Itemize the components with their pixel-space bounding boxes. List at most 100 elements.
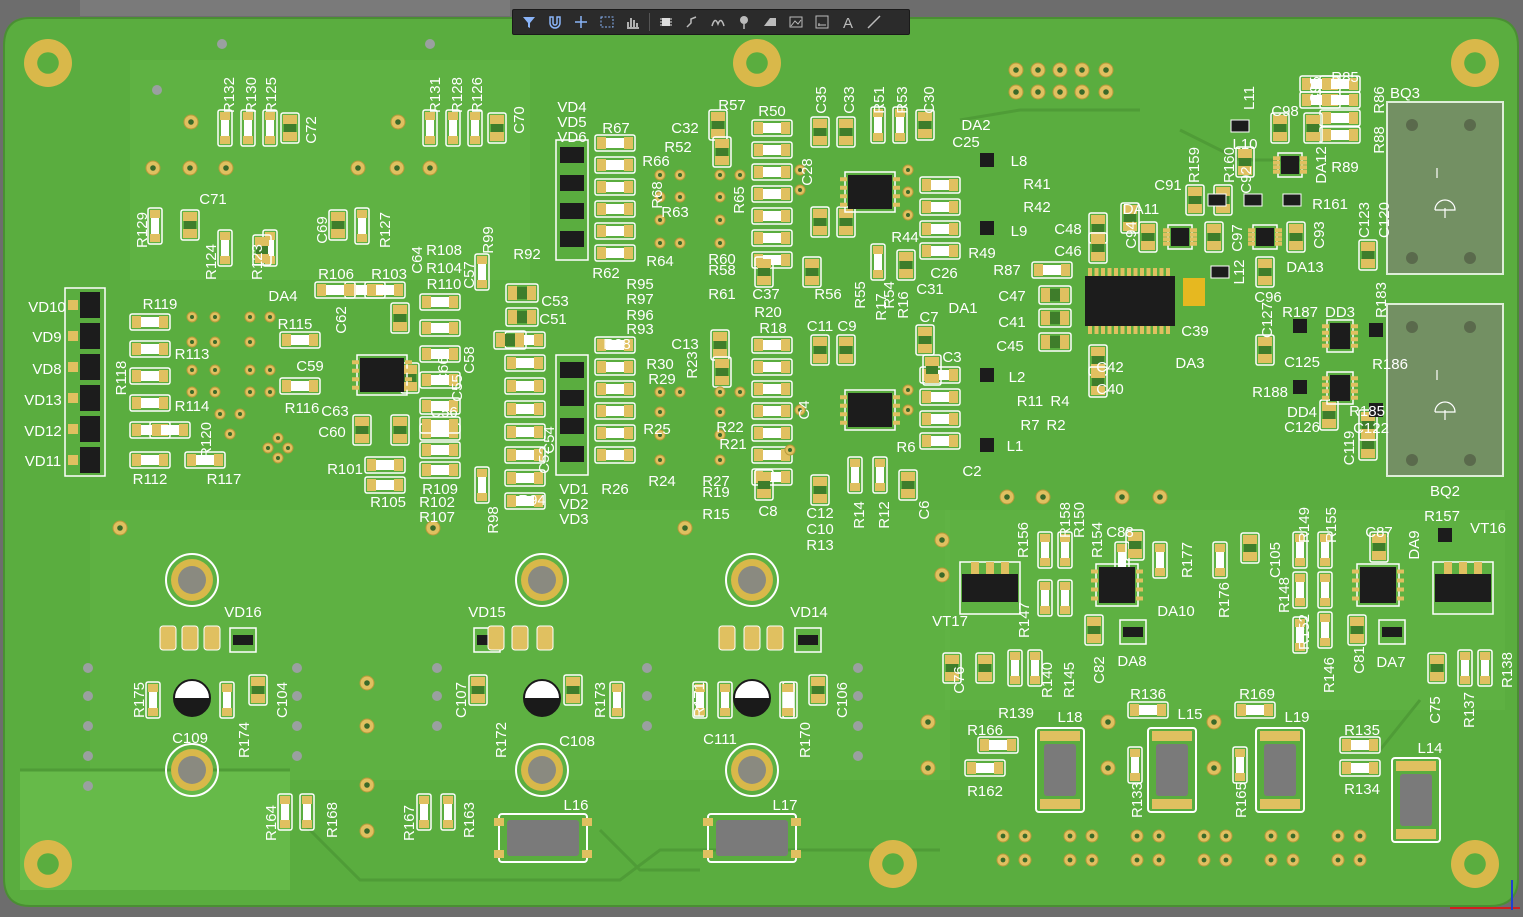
silk-label-r60: R60 bbox=[708, 251, 736, 268]
diode-array-outline bbox=[64, 287, 106, 477]
via-hole bbox=[906, 213, 910, 217]
silk-label-r124: R124 bbox=[203, 244, 220, 280]
resistor-body bbox=[1156, 552, 1164, 568]
magnet-icon[interactable] bbox=[543, 11, 567, 33]
resistor-body bbox=[358, 218, 366, 234]
inductor-pad bbox=[582, 818, 592, 826]
capacitor-outline bbox=[328, 209, 348, 241]
resistor-pad bbox=[922, 391, 931, 403]
silk-label-l11: L11 bbox=[1241, 86, 1258, 110]
crystal-pad bbox=[1464, 119, 1476, 131]
resistor-outline bbox=[419, 345, 461, 363]
silk-label-r2: R2 bbox=[1046, 417, 1065, 434]
via-hole bbox=[268, 390, 272, 394]
small-diode bbox=[980, 368, 994, 382]
ic-body bbox=[1281, 156, 1299, 174]
resistor-outline bbox=[594, 402, 636, 420]
ic-pin bbox=[1190, 241, 1197, 246]
resistor-pad bbox=[159, 370, 168, 382]
ic-outline bbox=[844, 171, 896, 213]
capacitor-body bbox=[919, 336, 931, 344]
capacitor-pad bbox=[1091, 215, 1105, 224]
chart-bar-icon[interactable] bbox=[621, 11, 645, 33]
capacitor-body bbox=[1129, 541, 1141, 549]
resistor-outline bbox=[364, 456, 406, 474]
via-hole bbox=[1089, 857, 1095, 863]
resistor-pad bbox=[422, 464, 431, 476]
pin-icon[interactable] bbox=[732, 11, 756, 33]
via-hole bbox=[1103, 67, 1109, 73]
silk-label-r64: R64 bbox=[646, 253, 674, 270]
capacitor-pad bbox=[490, 115, 504, 124]
resistor-outline bbox=[445, 109, 461, 147]
image-icon[interactable] bbox=[784, 11, 808, 33]
component-icon[interactable] bbox=[654, 11, 678, 33]
capacitor-pad bbox=[1123, 205, 1137, 214]
ic-pin bbox=[840, 403, 847, 408]
route-icon[interactable] bbox=[680, 11, 704, 33]
capacitor-pad bbox=[805, 276, 819, 285]
via-hole bbox=[718, 218, 722, 222]
line-icon[interactable] bbox=[862, 11, 886, 33]
resistor-pad bbox=[220, 136, 230, 144]
small-diode bbox=[1438, 528, 1452, 542]
diode-body bbox=[80, 323, 100, 349]
ic-pin bbox=[1351, 343, 1358, 348]
capacitor-outline bbox=[390, 302, 410, 334]
via-hole bbox=[213, 368, 217, 372]
resistor-pad bbox=[875, 459, 885, 467]
resistor-pad bbox=[159, 454, 168, 466]
resistor-pad bbox=[222, 708, 232, 716]
capacitor-body bbox=[505, 334, 515, 346]
inductor-pad bbox=[703, 850, 713, 858]
resistor-body bbox=[141, 317, 159, 327]
via-hole bbox=[718, 173, 722, 177]
silk-label-r127: R127 bbox=[377, 212, 394, 248]
fill-icon[interactable] bbox=[758, 11, 782, 33]
diode-body bbox=[560, 362, 584, 378]
capacitor-pad bbox=[805, 259, 819, 268]
resistor-pad bbox=[132, 397, 141, 409]
via-hole bbox=[1057, 89, 1063, 95]
silk-label-r101: R101 bbox=[327, 461, 363, 478]
silk-label-r88: R88 bbox=[1371, 126, 1388, 154]
capacitor-pad bbox=[899, 269, 913, 278]
capacitor-outline bbox=[1204, 221, 1224, 253]
resistor-pad bbox=[265, 136, 275, 144]
ic-pin bbox=[840, 412, 847, 417]
text-icon[interactable]: A bbox=[836, 11, 860, 33]
resistor-outline bbox=[129, 394, 171, 412]
silk-label-r187: R187 bbox=[1282, 304, 1318, 321]
filter-icon[interactable] bbox=[517, 11, 541, 33]
resistor-outline bbox=[129, 367, 171, 385]
capacitor-outline bbox=[1358, 239, 1378, 271]
silk-label-c56: C56 bbox=[430, 404, 458, 421]
ic-pin bbox=[1322, 324, 1329, 329]
resistor-pad bbox=[265, 112, 275, 120]
select-rect-icon[interactable] bbox=[595, 11, 619, 33]
via-hole bbox=[276, 456, 280, 460]
capacitor-pad bbox=[839, 136, 853, 145]
resistor-pad bbox=[754, 449, 763, 461]
resistor-outline bbox=[751, 424, 793, 442]
resistor-pad bbox=[1034, 264, 1043, 276]
via-hole bbox=[187, 165, 193, 171]
resistor-body bbox=[431, 349, 449, 359]
resistor-pad bbox=[159, 316, 168, 328]
silk-label-r102: R102 bbox=[419, 494, 455, 511]
resistor-body bbox=[431, 465, 449, 475]
resistor-body bbox=[606, 226, 624, 236]
resistor-pad bbox=[781, 232, 790, 244]
ic-pin bbox=[1091, 569, 1098, 574]
cross-add-icon[interactable] bbox=[569, 11, 593, 33]
silk-label-r23: R23 bbox=[684, 351, 701, 379]
arc-icon[interactable] bbox=[706, 11, 730, 33]
resistor-body bbox=[431, 401, 449, 411]
silk-label-c39: C39 bbox=[1181, 323, 1209, 340]
silk-label-c42: C42 bbox=[1096, 359, 1124, 376]
dimension-icon[interactable] bbox=[810, 11, 834, 33]
silk-label-c71: C71 bbox=[199, 191, 227, 208]
silk-label-r103: R103 bbox=[371, 266, 407, 283]
